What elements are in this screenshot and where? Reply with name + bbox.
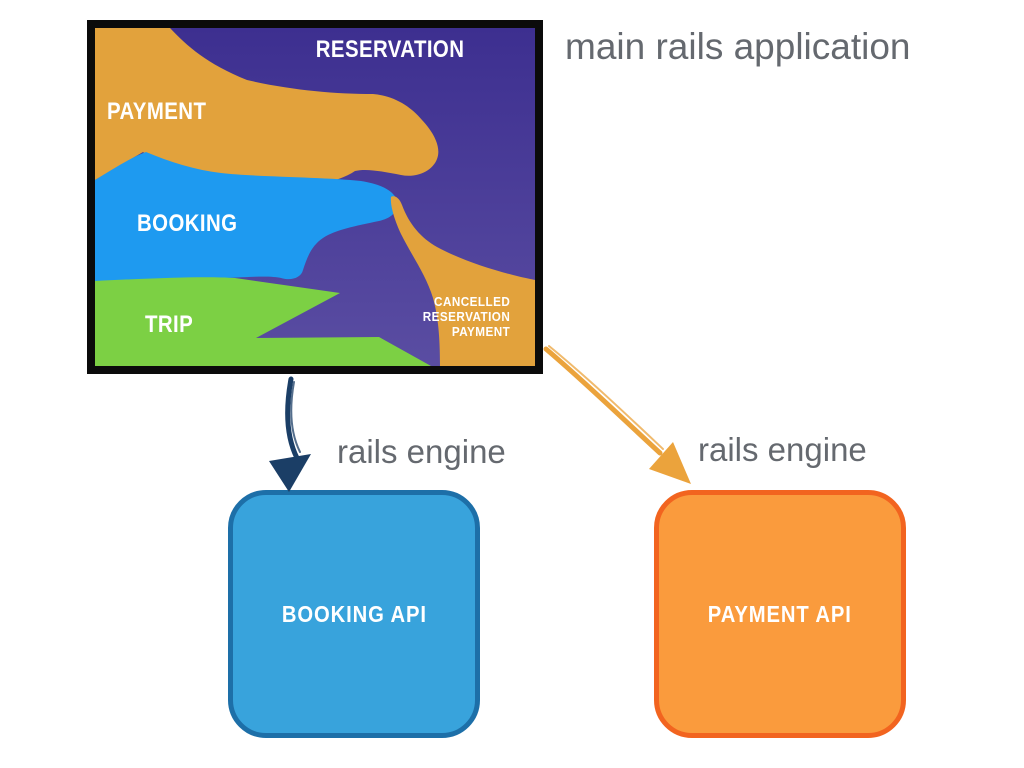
- arrow-to-payment-api: [543, 345, 691, 484]
- trip-region-label: TRIP: [145, 311, 194, 338]
- booking-region-shape: [95, 152, 398, 281]
- arrow-to-payment-head: [649, 442, 691, 484]
- cancelled-reservation-payment-region-shape: [390, 196, 535, 366]
- arrow-to-booking-shaft: [285, 376, 300, 461]
- payment-api-box: PAYMENT API: [654, 490, 906, 738]
- rails-engine-caption-payment: rails engine: [698, 431, 867, 468]
- domain-collage-art: [95, 28, 535, 366]
- arrow-to-booking-sketchline: [290, 381, 301, 453]
- cancelled-line-2: RESERVATION: [422, 309, 510, 324]
- arrow-to-booking-head: [269, 454, 311, 492]
- arrow-to-payment-sketchline: [548, 345, 664, 450]
- booking-api-label: BOOKING API: [281, 600, 427, 627]
- booking-region-label: BOOKING: [137, 210, 238, 237]
- trip-region-shape: [95, 277, 431, 366]
- main-rails-application-box: RESERVATION PAYMENT BOOKING TRIP CANCELL…: [87, 20, 543, 374]
- payment-api-label: PAYMENT API: [708, 600, 852, 627]
- rails-engine-caption-booking: rails engine: [337, 433, 506, 470]
- cancelled-line-1: CANCELLED: [433, 294, 510, 309]
- booking-api-box: BOOKING API: [228, 490, 480, 738]
- arrow-to-payment-shaft: [543, 346, 663, 456]
- payment-region-shape: [95, 28, 439, 189]
- arrow-to-booking-api: [269, 376, 311, 492]
- cancelled-reservation-payment-label: CANCELLED RESERVATION PAYMENT: [422, 294, 510, 339]
- main-app-caption: main rails application: [565, 26, 911, 67]
- cancelled-line-3: PAYMENT: [451, 324, 510, 339]
- reservation-region-label: RESERVATION: [315, 36, 465, 63]
- payment-region-label: PAYMENT: [107, 98, 207, 125]
